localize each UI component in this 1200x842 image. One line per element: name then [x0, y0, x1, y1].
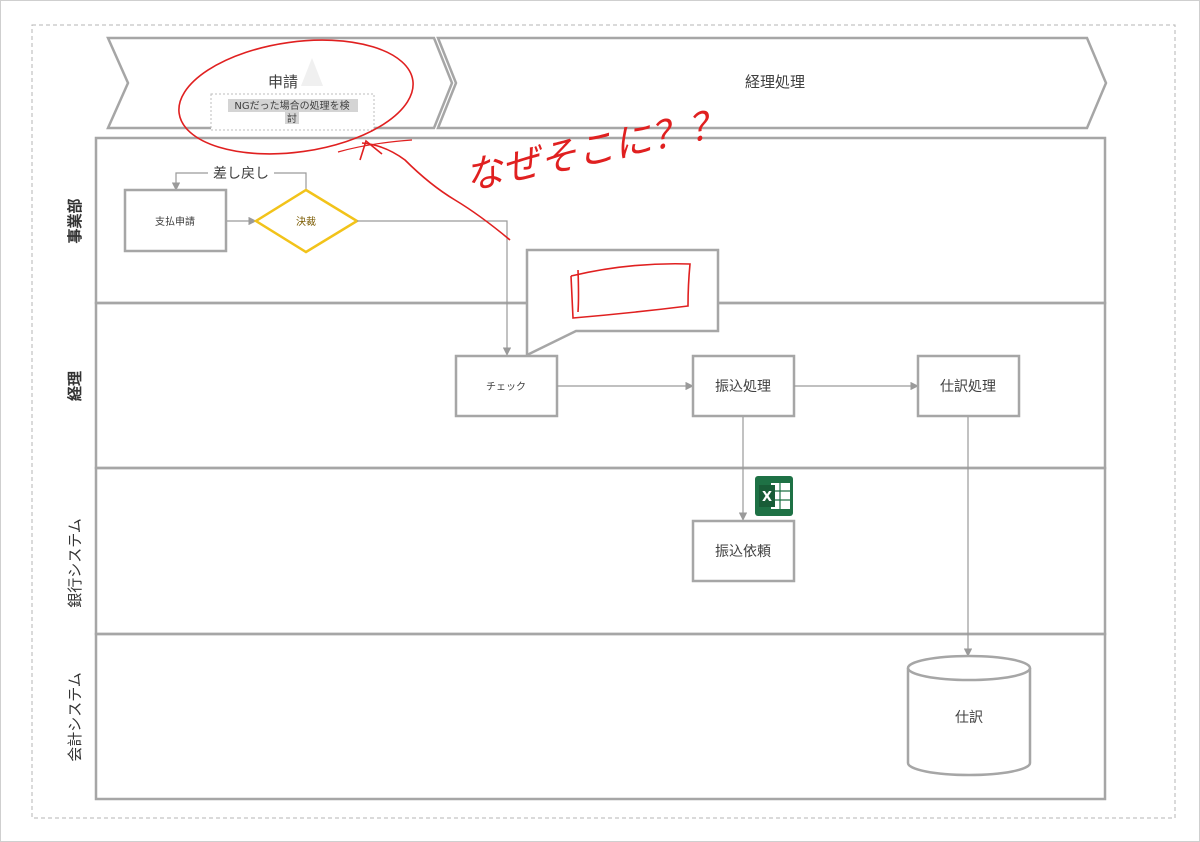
annotation-circle	[178, 39, 414, 155]
node-label-furikomi-shori: 振込処理	[715, 379, 771, 395]
handwritten-box-annotation	[570, 262, 691, 319]
phase-chevron-keiri[interactable]	[436, 36, 1108, 130]
annotation-arrow-stroke	[361, 142, 511, 241]
lane-label-keiri: 経理	[66, 371, 84, 401]
node-label-shiwake-db: 仕訳	[955, 710, 983, 726]
node-shiwake-shori[interactable]	[916, 354, 1021, 418]
comment-highlight	[228, 99, 358, 112]
node-label-furikomi-irai: 振込依頼	[715, 544, 771, 560]
node-check[interactable]	[454, 354, 559, 418]
comment-highlight	[285, 112, 299, 124]
node-label-shiwake-shori: 仕訳処理	[940, 379, 996, 395]
node-furikomi-shori[interactable]	[691, 354, 796, 418]
edge-label-sashimodoshi: 差し戻し	[213, 166, 269, 182]
annotation-arrow-head	[359, 139, 383, 161]
node-shiharai-shinsei[interactable]	[123, 188, 228, 253]
comment-text-line1: NGだった場合の処理を検	[234, 99, 349, 112]
node-kessai-decision[interactable]	[253, 188, 360, 254]
excel-icon: X	[755, 476, 793, 516]
lane-label-kaikei-system: 会計システム	[66, 672, 84, 762]
phase-label-keiri: 経理処理	[745, 73, 805, 91]
callout-bubble[interactable]	[525, 248, 720, 358]
lane-label-jigyobu: 事業部	[66, 198, 84, 243]
lane-ginko-system	[94, 466, 1107, 636]
lane-label-ginko-system: 銀行システム	[66, 518, 84, 608]
lane-kaikei-system	[94, 632, 1107, 801]
excel-icon-letter: X	[762, 490, 772, 505]
node-label-check: チェック	[486, 381, 526, 393]
comment-pointer-triangle	[301, 58, 323, 86]
edge-label-bg	[208, 164, 274, 182]
node-label-shiharai-shinsei: 支払申請	[155, 215, 195, 228]
comment-text-line2: 討	[287, 112, 297, 125]
dashed-print-area	[31, 24, 1176, 819]
edge-kessai-to-check	[357, 220, 512, 356]
annotation-underline	[337, 139, 413, 153]
phase-label-shinsei: 申請	[268, 73, 298, 91]
node-shiwake-database[interactable]	[906, 654, 1032, 777]
node-label-kessai: 決裁	[296, 215, 316, 228]
node-furikomi-irai[interactable]	[691, 519, 796, 583]
